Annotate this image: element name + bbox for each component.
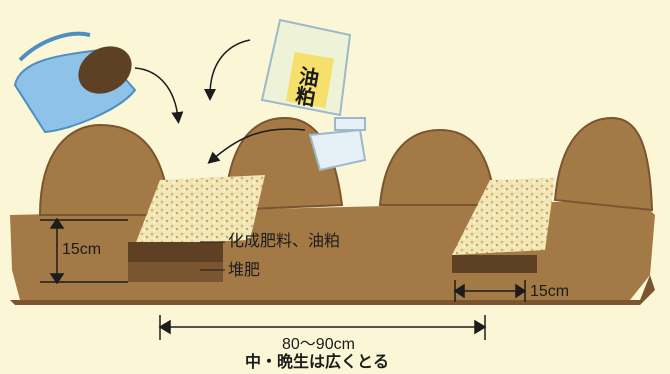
furrow-right [452, 178, 555, 273]
depth-dimension [40, 217, 128, 285]
scoop-illustration [308, 117, 367, 172]
arrow-bucket [134, 67, 184, 124]
compost-label: 堆肥 [228, 262, 261, 279]
ridge-4 [553, 116, 654, 212]
ridge-3 [378, 128, 497, 206]
ridge-span-label: 80〜90cm [282, 336, 355, 353]
furrow-left [128, 175, 265, 282]
ridge-span-note: 中・晩生は広くとる [245, 354, 390, 371]
arrow-scoop [207, 128, 306, 164]
bucket-illustration [13, 31, 137, 134]
furrow-width-dimension [453, 280, 527, 302]
ridge-span-dimension [158, 315, 487, 340]
leader-lines [200, 241, 225, 271]
depth-label: 15cm [62, 241, 102, 258]
fertilizer-label: 化成肥料、油粕 [228, 233, 341, 250]
pointer-arrows [134, 39, 306, 164]
furrow-width-label: 15cm [530, 283, 570, 300]
arrow-bag [204, 39, 251, 101]
oil-cake-bag [260, 18, 352, 117]
ridge-1 [38, 123, 172, 216]
